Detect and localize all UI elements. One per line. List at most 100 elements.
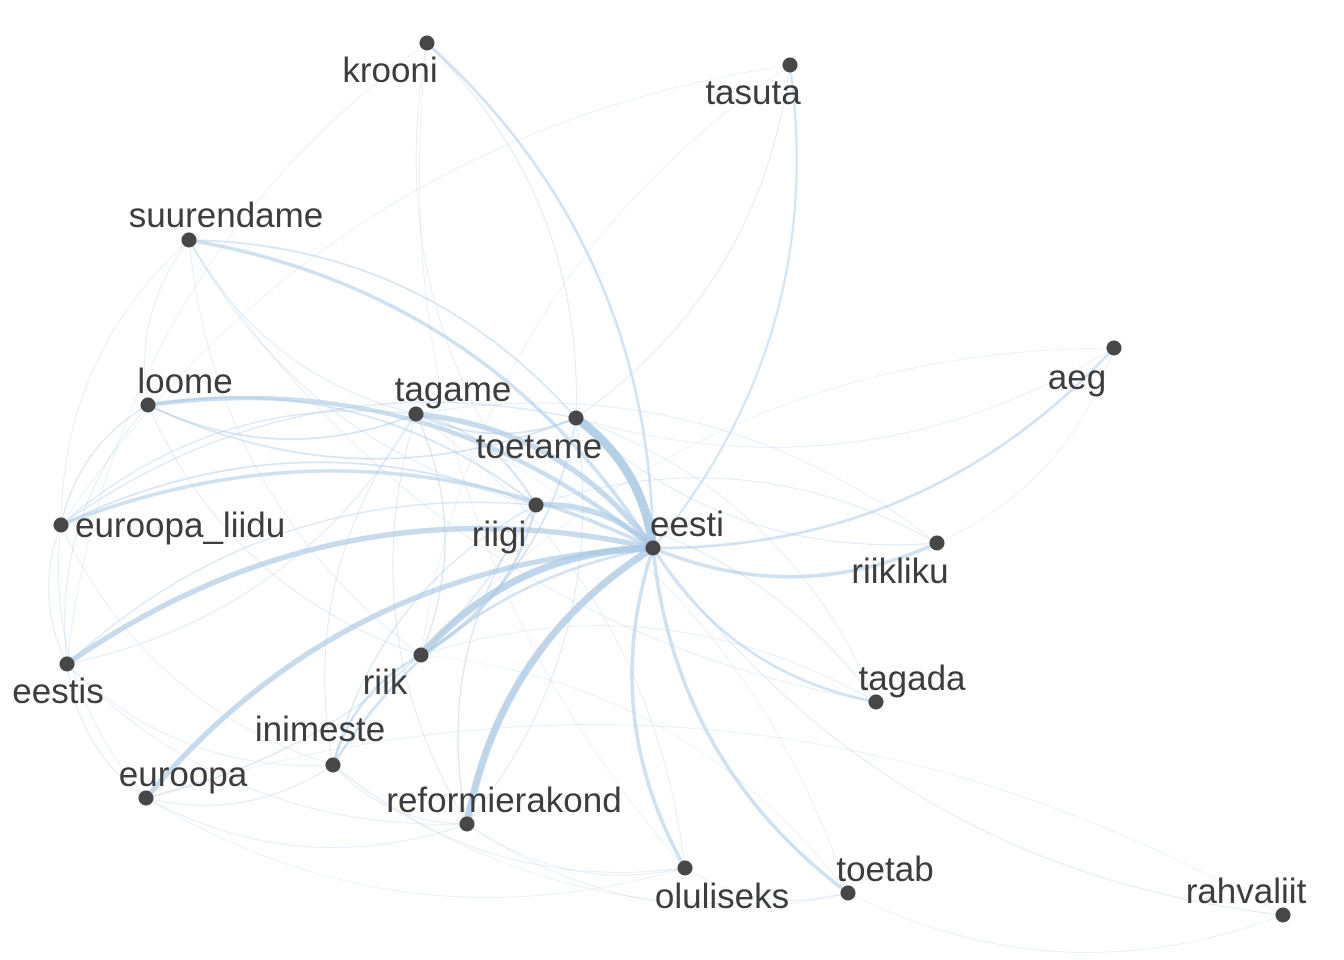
edge-riik-riigi (419, 503, 538, 657)
edge-eesti-oluliseks (630, 546, 687, 870)
edge-eesti-aeg (651, 346, 1116, 550)
node-label-rahvaliit: rahvaliit (1186, 872, 1307, 911)
node-label-riik: riik (363, 663, 408, 702)
edge-reformierakond-toetab (466, 823, 849, 908)
node-inimeste (325, 757, 341, 773)
edge-riigi-inimeste (332, 504, 537, 766)
edge-toetame-riikliku (575, 417, 938, 546)
edge-eestis-tagame (66, 413, 417, 665)
node-suurendame (181, 232, 197, 248)
node-eestis (59, 656, 75, 672)
node-rahvaliit (1275, 907, 1291, 923)
edge-inimeste-reformierakond (332, 764, 468, 825)
node-label-riikliku: riikliku (851, 552, 948, 591)
edge-rahvaliit-euroopa (145, 724, 1284, 916)
node-loome (140, 397, 156, 413)
edge-riigi-eestis (66, 501, 537, 665)
node-label-euroopa_liidu: euroopa_liidu (75, 506, 285, 545)
node-label-riigi: riigi (472, 515, 526, 554)
edge-riikliku-tagame (415, 402, 938, 544)
edge-euroopa_liidu-inimeste (60, 524, 334, 766)
node-krooni (419, 35, 435, 51)
node-label-toetame: toetame (476, 427, 602, 466)
edge-euroopa_liidu-euroopa (58, 524, 147, 799)
edge-toetame-krooni (426, 42, 577, 419)
edge-tagada-riigi (535, 504, 877, 703)
edge-eesti-riikliku (651, 541, 939, 579)
node-label-tagada: tagada (858, 659, 966, 698)
edge-riikliku-aeg (936, 347, 1115, 544)
edge-krooni-riigi (415, 42, 537, 506)
edge-oluliseks-tagame (415, 413, 686, 869)
edge-euroopa-reformierakond (145, 797, 468, 848)
edge-riikliku-riigi (535, 477, 938, 544)
node-label-eestis: eestis (12, 672, 103, 711)
node-eesti (645, 540, 661, 556)
edge-tagada-toetame (575, 417, 877, 703)
node-oluliseks (677, 860, 693, 876)
edge-toetab-rahvaliit (847, 892, 1284, 953)
node-reformierakond (459, 816, 475, 832)
node-label-suurendame: suurendame (129, 196, 324, 235)
edge-inimeste-oluliseks (332, 764, 686, 873)
edge-toetab-tagame (415, 413, 849, 894)
edge-riigi-tagame (415, 413, 537, 506)
node-euroopa (138, 790, 154, 806)
edge-tasuta-euroopa_liidu (60, 64, 791, 526)
edge-euroopa_liidu-eestis (48, 524, 68, 665)
edge-eestis-reformierakond (66, 663, 468, 825)
edge-layer (48, 41, 1284, 953)
edge-riigi-reformierakond (457, 504, 537, 825)
node-label-eesti: eesti (650, 505, 724, 544)
edge-tagame-inimeste (324, 413, 417, 766)
edge-riik-tagame (415, 413, 446, 656)
edge-suurendame-riik (188, 239, 422, 656)
edge-tasuta-riik (420, 64, 791, 656)
node-label-oluliseks: oluliseks (655, 877, 789, 916)
edge-eesti-reformierakond (463, 544, 657, 828)
edge-tagada-riik (420, 625, 877, 703)
edge-euroopa-inimeste (145, 764, 334, 806)
edge-riigi-loome (147, 396, 537, 506)
edge-reformierakond-oluliseks (466, 823, 686, 876)
edge-loome-toetame (147, 404, 577, 460)
edge-eestis-inimeste (66, 663, 334, 766)
edge-eesti-krooni (425, 41, 655, 550)
edge-eesti-suurendame (187, 238, 655, 550)
edge-toetab-riik (420, 654, 849, 894)
edge-oluliseks-toetab (684, 867, 849, 901)
node-aeg (1106, 340, 1122, 356)
node-riigi (528, 497, 544, 513)
edge-krooni-oluliseks (419, 42, 686, 869)
edge-tagame-euroopa_liidu (60, 410, 417, 526)
edge-eestis-euroopa (66, 663, 147, 799)
edge-toetame-aeg (575, 347, 1115, 448)
node-tagame (408, 406, 424, 422)
node-toetame (568, 410, 584, 426)
edge-euroopa-oluliseks (145, 797, 686, 898)
edge-eesti-toetab (651, 546, 850, 895)
node-riikliku (929, 535, 945, 551)
edge-suurendame-tagame (188, 239, 417, 415)
edge-toetame-suurendame (188, 239, 577, 419)
edge-suurendame-riigi (188, 239, 537, 506)
edge-suurendame-euroopa_liidu (60, 239, 190, 526)
node-label-krooni: krooni (342, 51, 437, 90)
edge-loome-eestis (64, 404, 149, 665)
edge-riik-inimeste (331, 653, 423, 767)
edge-riigi-euroopa_liidu (60, 461, 537, 526)
node-label-loome: loome (137, 362, 232, 401)
edge-aeg-riik (420, 347, 1115, 656)
edge-riik-toetame (420, 417, 577, 656)
edge-eesti-eestis (64, 525, 656, 667)
edge-toetame-euroopa_liidu (60, 401, 577, 526)
node-tagada (868, 694, 884, 710)
node-riik (413, 647, 429, 663)
edge-reformierakond-toetame (466, 417, 584, 825)
edge-tagame-reformierakond (392, 413, 468, 825)
edge-toetame-tasuta (575, 64, 791, 419)
edge-eesti-tagada (651, 546, 878, 704)
edge-eesti-euroopa (143, 545, 656, 801)
